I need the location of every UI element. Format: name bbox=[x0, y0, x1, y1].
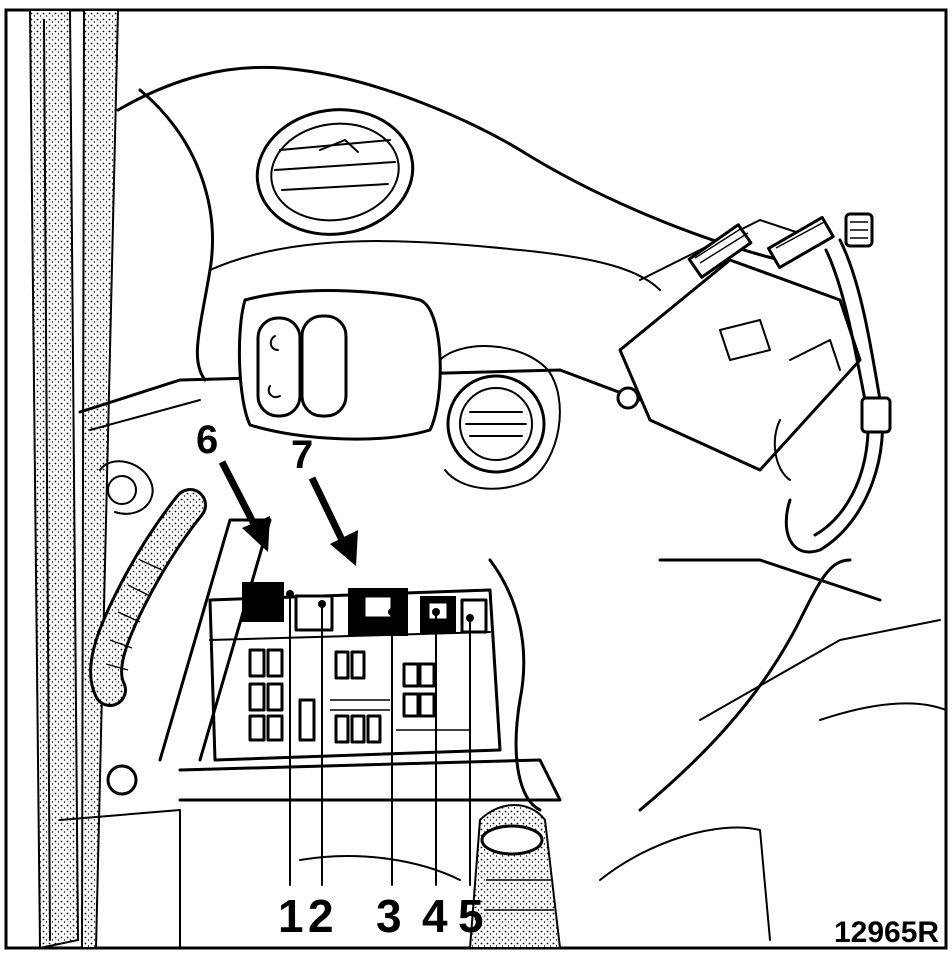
figure-reference: 12965R bbox=[834, 916, 939, 949]
callout-6: 6 bbox=[196, 418, 218, 462]
wiring-harness-right bbox=[773, 212, 892, 554]
wiring-harness-left bbox=[89, 460, 207, 707]
figure-frame bbox=[4, 8, 948, 950]
pedal-column bbox=[468, 804, 562, 949]
callout-4: 4 bbox=[422, 890, 448, 942]
callout-leaders bbox=[286, 590, 474, 886]
callout-2: 2 bbox=[308, 890, 334, 942]
fuse-grid bbox=[248, 648, 470, 744]
relay-1 bbox=[242, 582, 284, 622]
a-pillar bbox=[28, 9, 120, 950]
switch-panel bbox=[237, 289, 442, 441]
callout-5: 5 bbox=[458, 890, 484, 942]
arrow-6-head bbox=[242, 516, 270, 552]
callout-3: 3 bbox=[376, 890, 402, 942]
callout-arrows bbox=[218, 460, 358, 566]
round-vent bbox=[439, 345, 561, 490]
lower-structure bbox=[59, 518, 947, 949]
callout-7: 7 bbox=[291, 433, 313, 477]
air-vent-top bbox=[255, 108, 415, 236]
fuse-box bbox=[208, 582, 502, 762]
callout-1: 1 bbox=[278, 890, 304, 942]
dashboard-upper bbox=[78, 65, 782, 431]
control-module bbox=[616, 215, 862, 472]
arrow-7-head bbox=[330, 530, 358, 566]
